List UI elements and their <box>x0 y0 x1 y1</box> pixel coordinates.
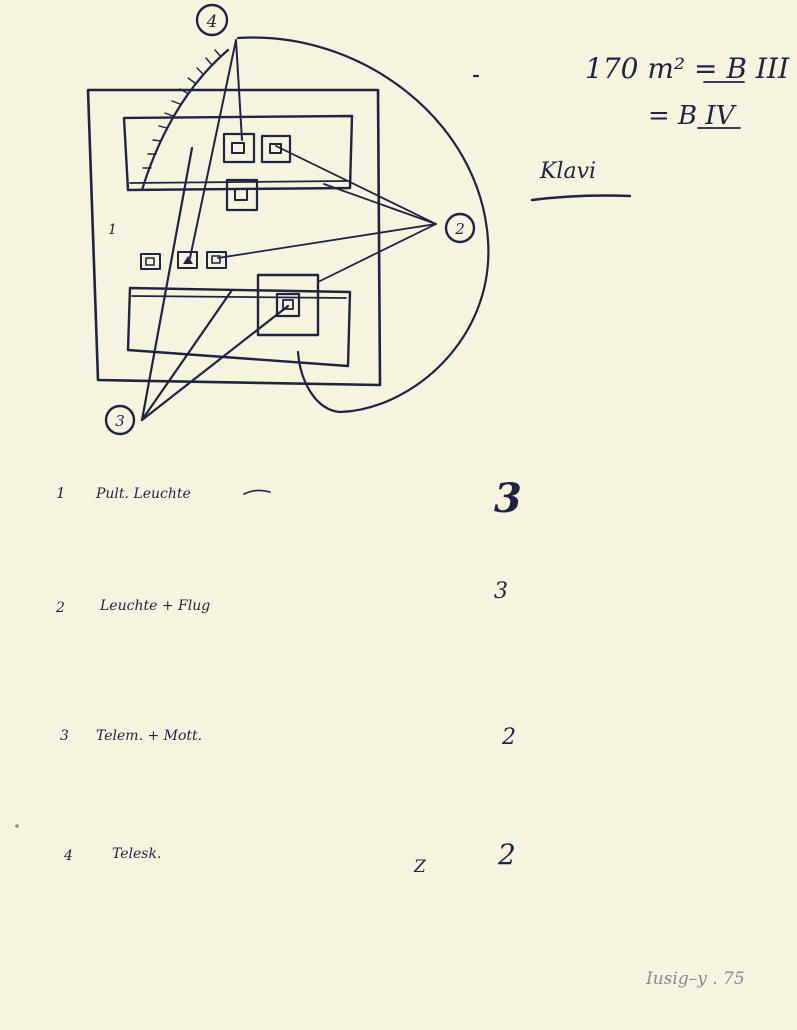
loop-line <box>236 36 490 414</box>
lower-switch-box <box>256 273 320 337</box>
callout-4: 4 <box>195 3 229 37</box>
list-value: 2 <box>501 725 516 750</box>
control-panel-sketch: 4 2 3 1 <box>86 3 490 436</box>
unit-number-label: 1 <box>108 222 117 238</box>
paper-speck <box>15 824 19 828</box>
callout-2-leaders <box>217 145 437 283</box>
footer-pencil-date: Iusig–y . 75 <box>645 969 745 989</box>
tiny-switch-row <box>140 251 227 270</box>
list-value: 3 <box>494 579 508 604</box>
svg-text:Pult. Leuchte: Pult. Leuchte <box>95 486 191 502</box>
list-item: 4 Telesk. 2 <box>63 838 516 871</box>
upper-switch-boxes <box>222 132 292 212</box>
stray-mark: Z <box>413 857 427 877</box>
list-value: 2 <box>497 838 516 871</box>
list-value: 3 <box>494 475 522 522</box>
svg-text:Telesk.: Telesk. <box>112 846 161 862</box>
upper-panel <box>122 114 354 192</box>
note-equals-line: = B IV <box>648 101 737 131</box>
svg-text:4: 4 <box>63 848 73 864</box>
note-underlined-word: Klavi <box>539 159 596 184</box>
callout-2: 2 <box>444 212 476 244</box>
svg-text:2: 2 <box>454 220 465 238</box>
list-item: 1 Pult. Leuchte 3 <box>56 475 522 522</box>
callout-3: 3 <box>104 404 136 436</box>
lower-panel <box>126 286 352 368</box>
list-item: 2 Leuchte + Flug 3 <box>55 579 508 616</box>
top-right-notes: 170 m² = B III = B IV Klavi <box>530 52 790 202</box>
svg-text:Telem. + Mott.: Telem. + Mott. <box>96 728 202 744</box>
word-underline <box>530 194 632 202</box>
item-list: 1 Pult. Leuchte 3 2 Leuchte + Flug 3 3 T… <box>55 475 522 871</box>
note-area-line: 170 m² = B III <box>585 52 790 85</box>
list-item: 3 Telem. + Mott. 2 <box>60 725 516 750</box>
callout-4-leaders <box>189 39 243 259</box>
svg-text:1: 1 <box>56 484 66 502</box>
svg-text:3: 3 <box>60 728 69 744</box>
svg-text:4: 4 <box>206 12 218 32</box>
callout-3-leaders <box>140 146 290 422</box>
outer-frame <box>86 88 382 387</box>
svg-text:Leuchte + Flug: Leuchte + Flug <box>99 598 210 614</box>
svg-text:3: 3 <box>115 412 125 430</box>
dial-arc <box>140 48 230 192</box>
svg-text:2: 2 <box>55 600 65 616</box>
dial-ticks <box>142 49 222 169</box>
